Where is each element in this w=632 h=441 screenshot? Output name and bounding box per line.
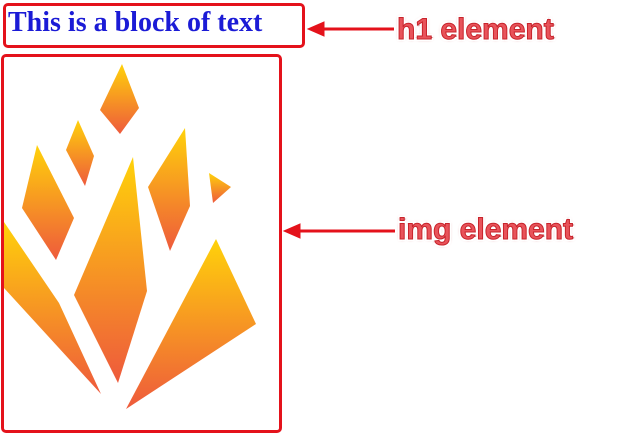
img-annotation-label: img element (397, 213, 574, 247)
flame-logo-icon (4, 64, 256, 409)
h1-arrowhead (306, 21, 325, 37)
h1-highlight-box (3, 3, 305, 48)
h1-annotation-label: h1 element (397, 13, 555, 47)
flame-shard-left-big (4, 222, 101, 394)
flame-shard-center (74, 157, 147, 383)
flame-shard-left (22, 145, 74, 260)
page-heading: This is a block of text (8, 7, 263, 38)
img-highlight-box (1, 54, 282, 433)
flame-shard-small-left (66, 120, 94, 186)
flame-shard-small-right (209, 173, 231, 203)
flame-shard-top (100, 64, 139, 134)
flame-shard-right-big (126, 239, 256, 409)
img-arrowhead (282, 223, 301, 239)
flame-shard-right-mid (148, 128, 190, 251)
